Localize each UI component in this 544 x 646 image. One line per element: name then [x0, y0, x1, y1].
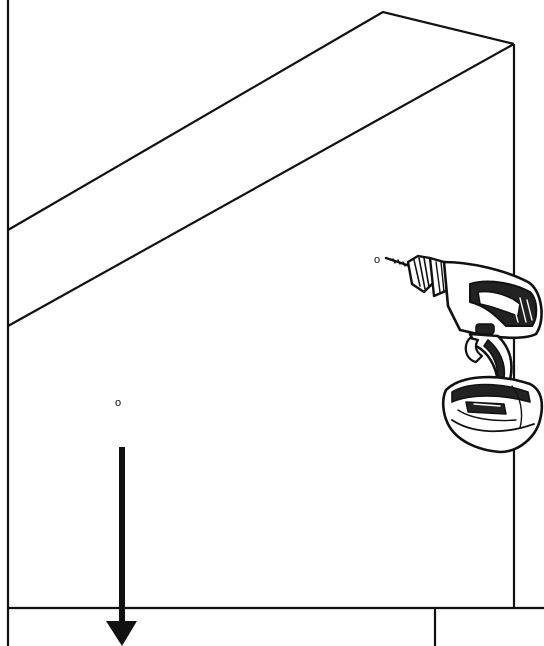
cordless-drill-icon: [384, 254, 544, 454]
drill-point-marker: o: [374, 254, 380, 266]
lower-point-marker: o: [115, 397, 121, 409]
stringer-top-edge: [7, 10, 515, 231]
down-arrow-icon: [106, 447, 137, 646]
stair-stringer: [7, 10, 515, 327]
hole-markers: o o: [115, 254, 380, 409]
stringer-bottom-edge: [7, 43, 515, 327]
